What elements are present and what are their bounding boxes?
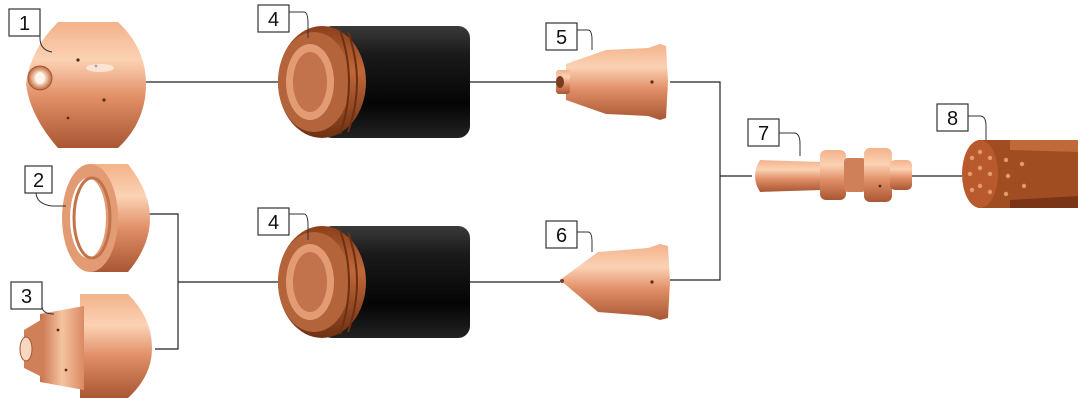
callout-8-label: 8 (947, 108, 958, 130)
callout-8: 8 (936, 103, 987, 140)
callout-6: 6 (545, 220, 593, 252)
retaining-ring-part (62, 164, 150, 272)
nozzle-part-top (556, 44, 668, 120)
callout-4-top: 4 (257, 4, 309, 38)
callout-1-label: 1 (19, 13, 30, 35)
callout-2-label: 2 (33, 170, 44, 192)
callout-4-top-label: 4 (268, 9, 279, 31)
callout-4-bottom-label: 4 (268, 212, 279, 234)
callout-3: 3 (10, 281, 55, 315)
retaining-cap-part-bottom (278, 226, 470, 338)
electrode-part (755, 148, 912, 202)
callout-7-label: 7 (758, 123, 769, 145)
deflector-part (19, 294, 152, 398)
callout-5-label: 5 (556, 27, 567, 49)
callout-5: 5 (545, 22, 593, 51)
callout-7: 7 (747, 118, 801, 156)
swirl-ring-part (962, 140, 1078, 208)
callout-3-label: 3 (21, 286, 32, 308)
connector-lines (145, 81, 962, 350)
shield-cap-part (26, 22, 146, 148)
callout-1: 1 (8, 8, 53, 53)
callout-6-label: 6 (556, 225, 567, 247)
callout-4-bottom: 4 (257, 207, 309, 240)
retaining-cap-part-top (278, 26, 470, 138)
nozzle-part-bottom (560, 244, 670, 320)
callout-2: 2 (24, 165, 66, 207)
